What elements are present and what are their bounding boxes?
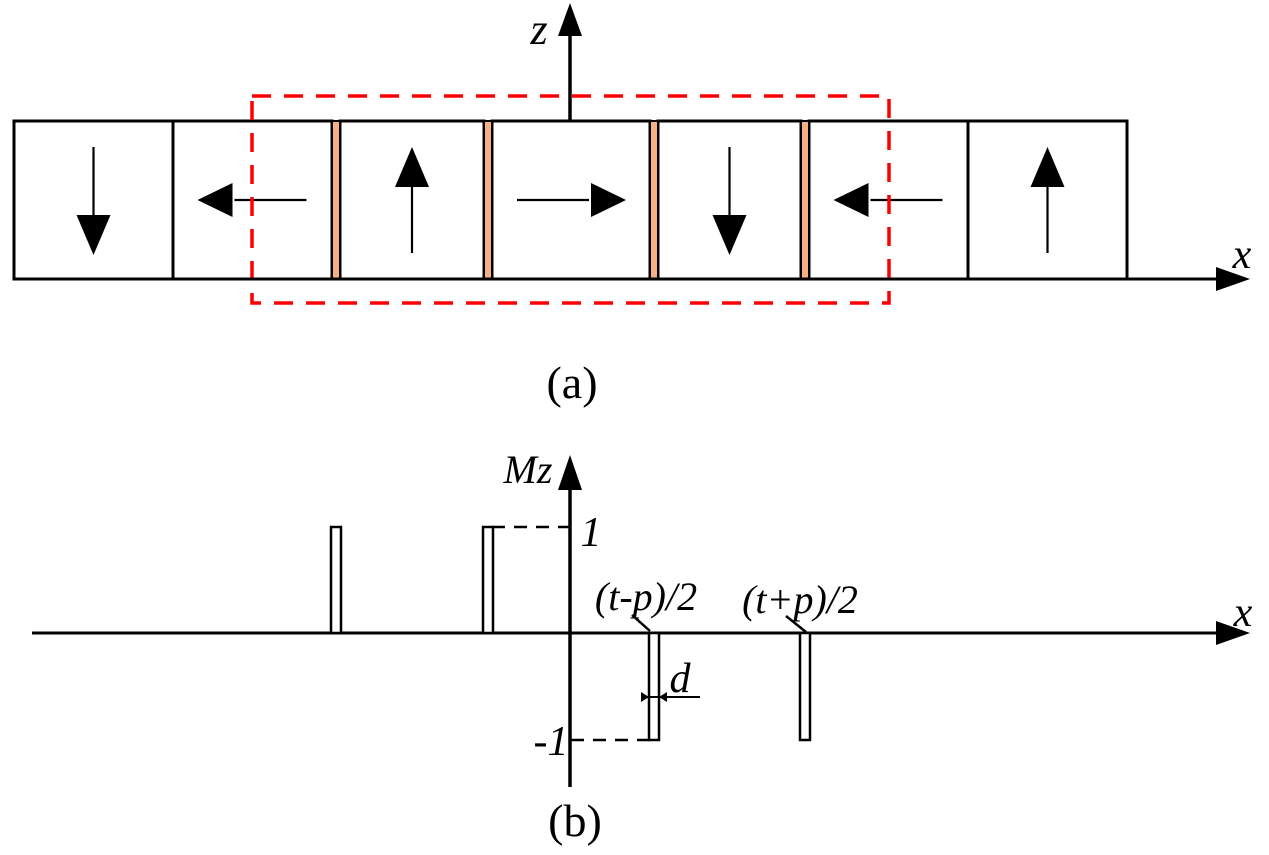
panel-b-x-axis-label: x [1233,590,1253,636]
panel-a-caption: (a) [546,357,597,408]
panel-a: x z (a) [12,3,1252,408]
unit-cell-dashed-outline [250,94,891,305]
spacer-strip [331,120,341,280]
first-negative-pulse-position-label: (t-p)/2 [595,574,697,619]
second-negative-pulse-position-label: (t+p)/2 [742,577,858,622]
negative-level-label: -1 [534,719,569,765]
panel-a-z-axis-arrowhead-icon [558,3,582,36]
mz-pulses [329,525,812,742]
spacer-strip [483,120,493,280]
panel-b-y-axis-label: Mz [503,447,553,492]
panel-a-x-axis-arrowhead-icon [1216,267,1250,291]
panel-b-caption: (b) [548,795,602,846]
magnetization-arrowhead-icon [76,215,111,255]
spacer-strip [649,120,659,280]
panel-a-z-axis-label: z [529,5,547,54]
second-negative-pulse-leader-line [785,615,807,633]
magnetization-arrowhead-icon [712,215,747,255]
first-negative-pulse-leader-line [631,614,651,632]
magnetization-arrowhead-icon [197,183,233,217]
spacer-strip [800,120,810,280]
panel-b: x Mz 1 -1 (t-p)/2 (t+p)/2 d (b) [32,447,1253,846]
magnetization-arrowhead-icon [1030,147,1065,187]
pulse-width-left-arrowhead-icon [641,692,649,702]
mz-pulse-negative [647,631,661,742]
positive-level-label: 1 [581,510,602,556]
mz-pulse-negative [798,631,812,742]
magnetization-arrowhead-icon [395,147,429,187]
panel-b-x-axis-arrowhead-icon [1216,621,1250,645]
magnet-array [12,119,1129,281]
magnetization-arrowhead-icon [833,183,869,217]
panel-a-x-axis-label: x [1232,232,1252,278]
panel-b-y-axis-arrowhead-icon [558,455,582,490]
pulse-width-label: d [670,656,692,702]
mz-pulse-positive [329,525,343,635]
pulse-width-right-arrowhead-icon [659,692,667,702]
magnetization-arrowhead-icon [591,183,626,217]
mz-pulse-positive [481,525,495,635]
